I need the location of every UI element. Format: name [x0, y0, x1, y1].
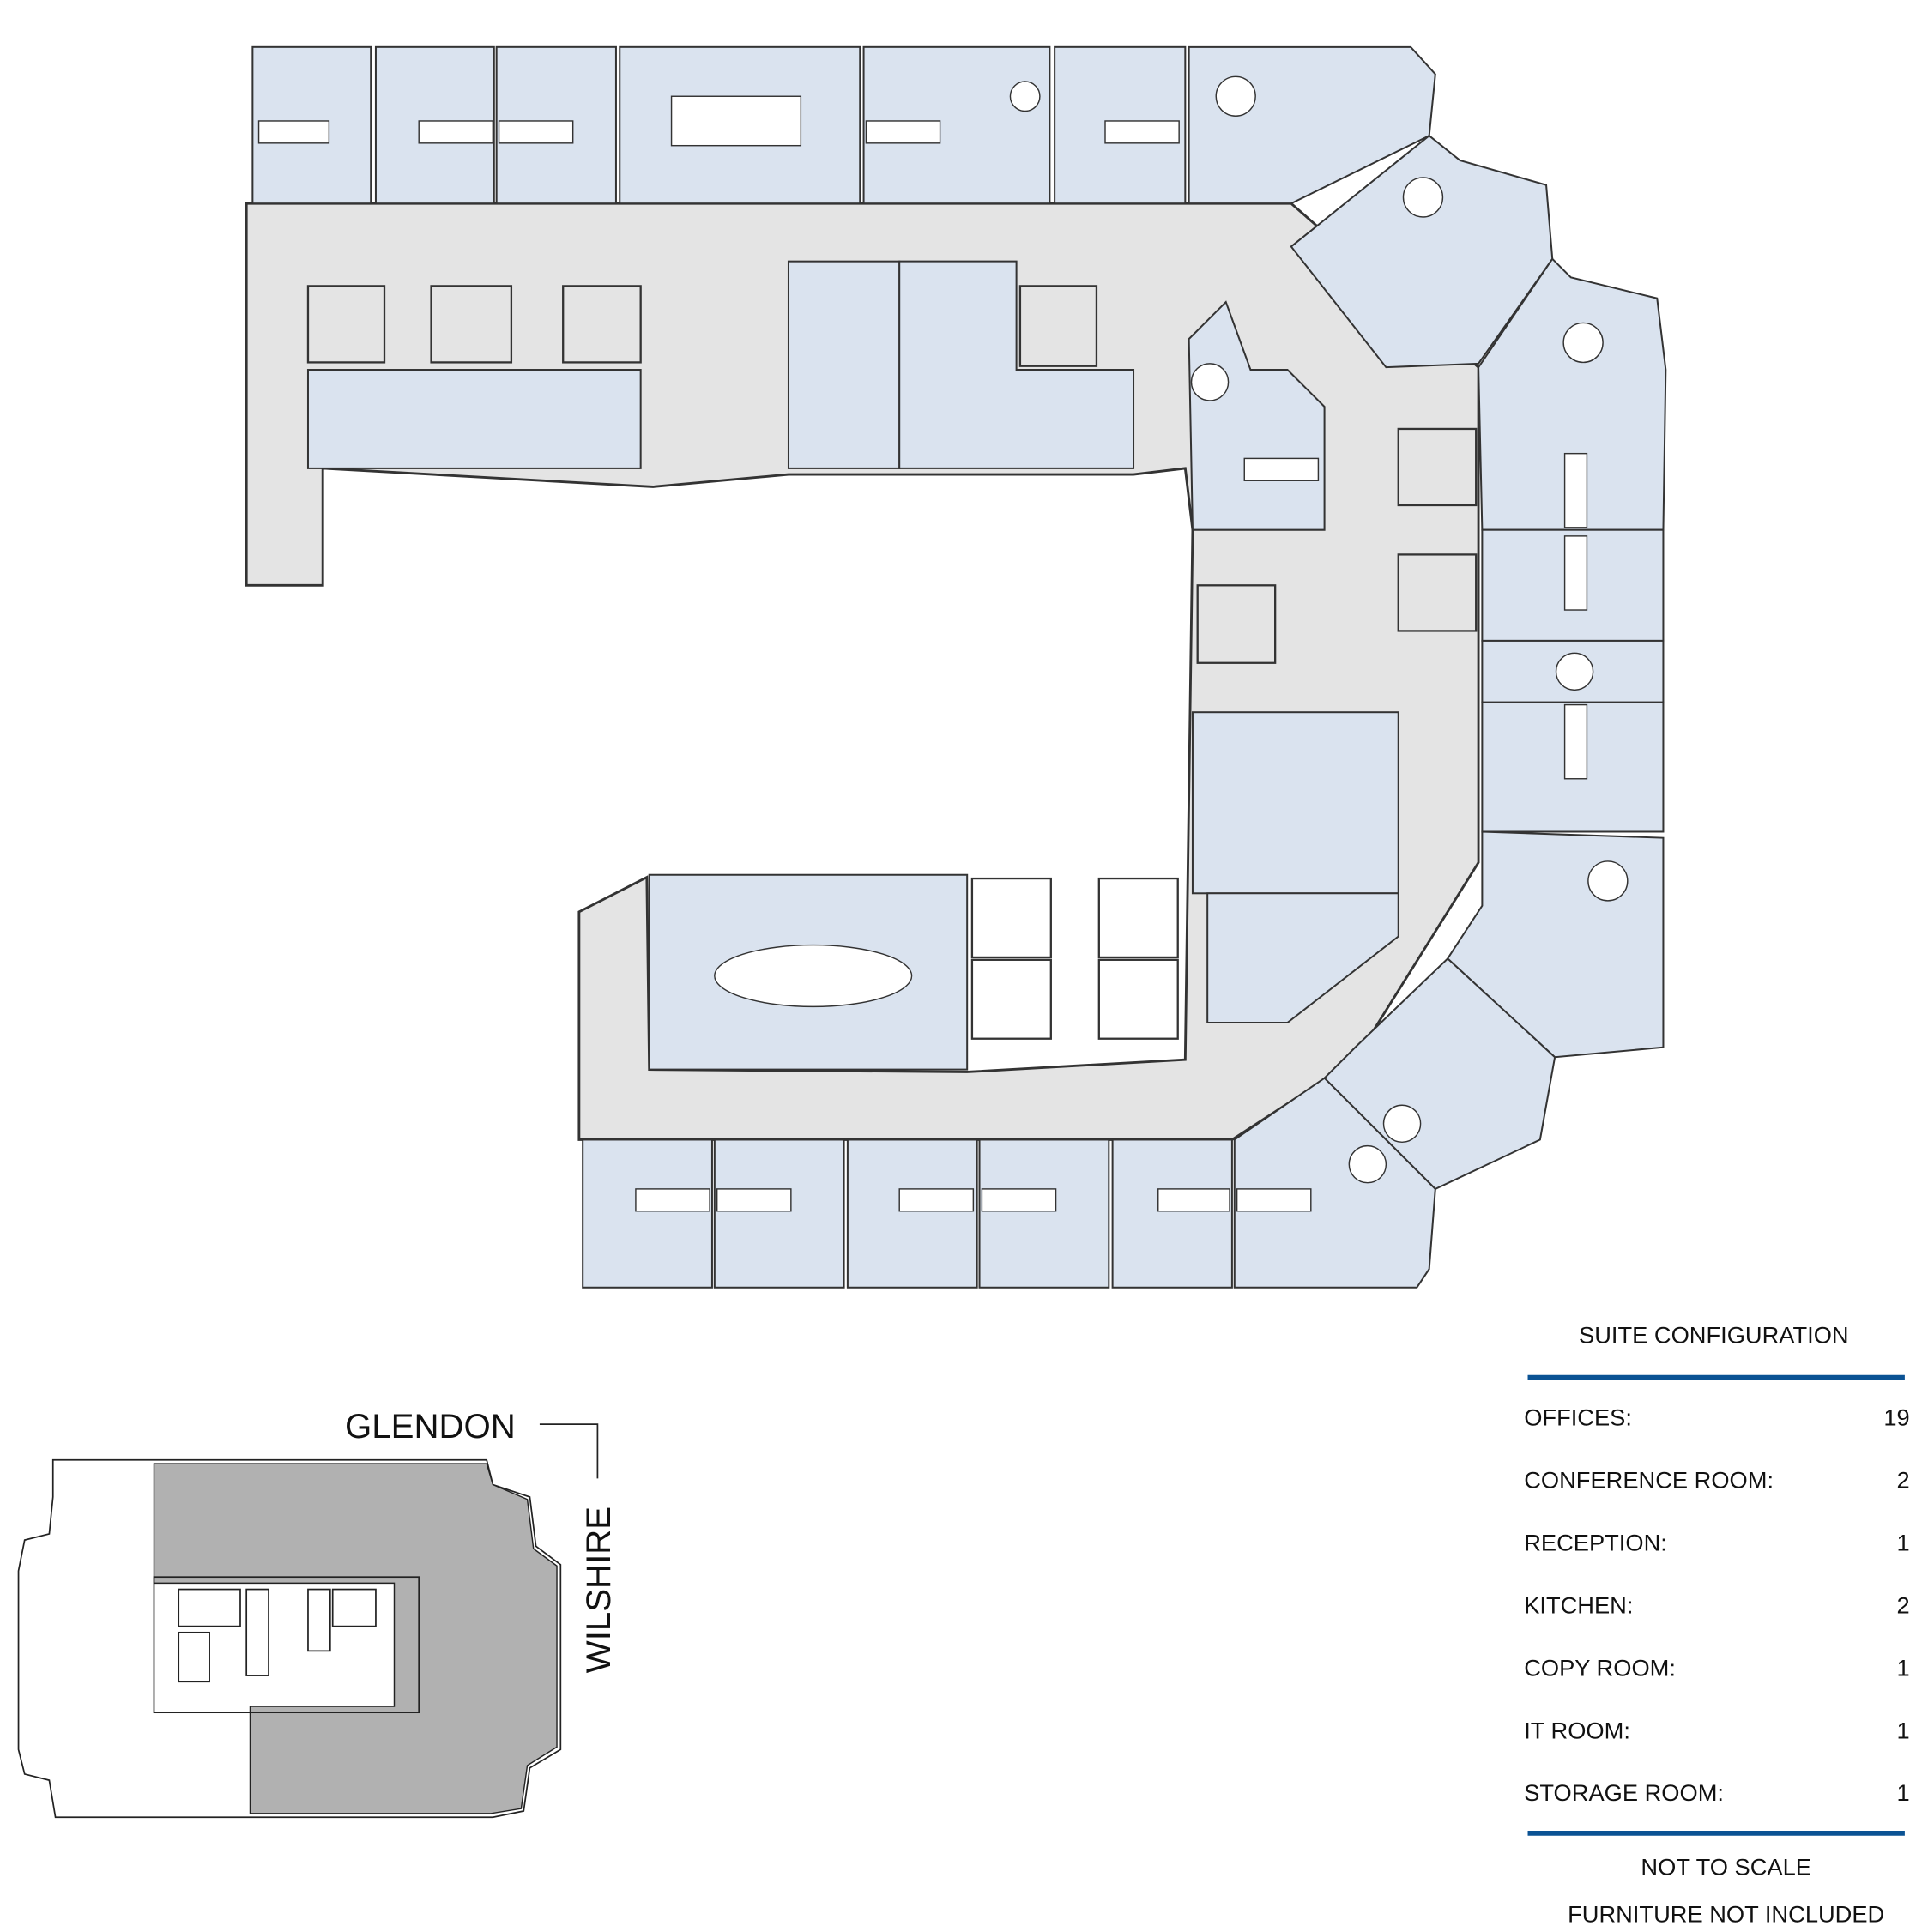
desk [418, 120, 494, 144]
config-label: IT ROOM: [1524, 1717, 1630, 1743]
config-value: 1 [1896, 1779, 1909, 1806]
config-value: 19 [1883, 1404, 1909, 1431]
workstation [970, 958, 1052, 1040]
config-label: STORAGE ROOM: [1524, 1779, 1724, 1806]
office [1111, 1138, 1233, 1289]
interior-rooms [306, 260, 1399, 1071]
round-table [1190, 363, 1230, 401]
config-row: STORAGE ROOM: 1 [1524, 1779, 1909, 1806]
top-offices [251, 45, 1436, 205]
elevator-shaft [245, 1588, 269, 1676]
note-furniture-not-included: FURNITURE NOT INCLUDED [1568, 1900, 1884, 1927]
office [582, 1138, 713, 1289]
building-outline [17, 1458, 562, 1819]
note-not-to-scale: NOT TO SCALE [1641, 1854, 1811, 1881]
desk [898, 1188, 975, 1212]
copy-room [1206, 892, 1399, 1024]
workstation [1097, 877, 1179, 959]
kitchen [898, 260, 1135, 469]
desk [1104, 120, 1180, 144]
config-value: 2 [1896, 1467, 1909, 1494]
desk [716, 1188, 792, 1212]
storage-room [787, 260, 901, 469]
config-row: RECEPTION: 1 [1524, 1529, 1909, 1555]
workstation [1018, 285, 1098, 367]
workstation [430, 285, 513, 364]
config-row: CONFERENCE ROOM: 2 [1524, 1467, 1909, 1494]
desk [1243, 457, 1320, 481]
suite-configuration-table: SUITE CONFIGURATION OFFICES: 19CONFERENCE… [1524, 1321, 1909, 1927]
reception [306, 369, 642, 469]
round-table [1215, 75, 1256, 117]
round-table [1402, 177, 1444, 218]
suite-location [153, 1463, 558, 1814]
meeting-table [670, 95, 802, 147]
elevator-shaft [178, 1588, 241, 1627]
elevator-shaft [307, 1588, 331, 1652]
street-label-glendon: GLENDON [345, 1407, 516, 1446]
config-value: 2 [1896, 1591, 1909, 1618]
desk [498, 120, 574, 144]
office [846, 1138, 978, 1289]
desk [865, 120, 941, 144]
config-value: 1 [1896, 1654, 1909, 1681]
round-table [1555, 652, 1594, 691]
workstation [1196, 584, 1277, 664]
workstation [1397, 553, 1478, 632]
workstation [1097, 958, 1179, 1040]
key-plan: GLENDON WILSHIRE [17, 1407, 618, 1819]
office-corner [1233, 1077, 1436, 1289]
config-label: CONFERENCE ROOM: [1524, 1467, 1774, 1494]
desk [257, 120, 330, 144]
stair [331, 1588, 377, 1627]
workstation [1397, 427, 1478, 507]
table-title: SUITE CONFIGURATION [1579, 1321, 1849, 1348]
workstation [562, 285, 642, 364]
config-label: RECEPTION: [1524, 1529, 1667, 1555]
config-label: OFFICES: [1524, 1404, 1632, 1431]
workstation [306, 285, 386, 364]
floor-plan [245, 45, 1667, 1289]
stair [178, 1631, 210, 1683]
config-row: OFFICES: 19 [1524, 1404, 1909, 1431]
config-label: KITCHEN: [1524, 1591, 1633, 1618]
round-table [1382, 1104, 1422, 1144]
config-value: 1 [1896, 1529, 1909, 1555]
desk [1563, 452, 1588, 528]
round-table [1009, 81, 1041, 112]
config-row: KITCHEN: 2 [1524, 1591, 1909, 1618]
desk [981, 1188, 1057, 1212]
furniture [257, 75, 1629, 1212]
config-row: IT ROOM: 1 [1524, 1717, 1909, 1743]
workstation [970, 877, 1052, 959]
desk [635, 1188, 710, 1212]
desk [1563, 535, 1588, 611]
round-table [1348, 1144, 1387, 1184]
config-row: COPY ROOM: 1 [1524, 1654, 1909, 1681]
office [978, 1138, 1110, 1289]
desk [1236, 1188, 1312, 1212]
config-label: COPY ROOM: [1524, 1654, 1676, 1681]
office [713, 1138, 845, 1289]
desk [1157, 1188, 1230, 1212]
it-room [1191, 711, 1399, 895]
desk [1563, 703, 1588, 780]
round-table [1562, 322, 1604, 364]
bottom-offices [582, 1077, 1436, 1289]
round-table [1587, 860, 1629, 902]
building-core [153, 1576, 420, 1714]
conference-table [714, 944, 913, 1008]
config-value: 1 [1896, 1717, 1909, 1743]
street-label-wilshire: WILSHIRE [579, 1506, 618, 1673]
office-corner [1290, 134, 1554, 369]
street-leader-line [539, 1423, 599, 1479]
